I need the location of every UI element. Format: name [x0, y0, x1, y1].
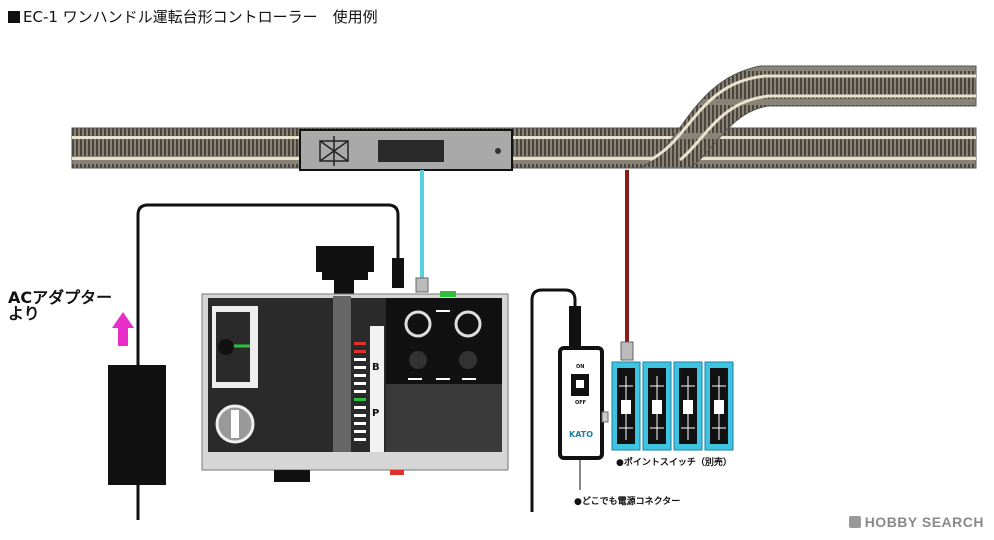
power-connector-caption: ●どこでも電源コネクター	[574, 497, 681, 507]
ac-adapter	[108, 365, 166, 485]
title-square-icon	[8, 11, 20, 23]
title-text: EC-1 ワンハンドル運転台形コントローラー 使用例	[23, 8, 378, 26]
controller	[201, 291, 509, 482]
switch-on-label: ON	[576, 364, 585, 370]
brake-mark: B	[372, 362, 380, 373]
ac-adapter-label: ACアダプター より	[8, 290, 112, 322]
point-switch-caption: ●ポイントスイッチ（別売）	[616, 458, 732, 468]
power-mark: P	[372, 408, 380, 419]
feeder-cross-icon	[319, 136, 349, 166]
branch-track	[639, 65, 977, 169]
track-feeder-box	[299, 129, 513, 171]
watermark: HOBBY SEARCH	[848, 514, 984, 530]
point-switch-3	[673, 361, 703, 451]
diagram-title: EC-1 ワンハンドル運転台形コントローラー 使用例	[8, 6, 378, 27]
watermark-text: HOBBY SEARCH	[864, 514, 984, 530]
ac-adapter-label-line1: ACアダプター	[8, 288, 113, 307]
up-arrow-icon	[112, 312, 134, 346]
ac-adapter-cable	[136, 203, 404, 520]
point-switch-4	[704, 361, 734, 451]
power-connector	[530, 288, 609, 512]
ac-adapter-label-line2: より	[8, 304, 40, 323]
notch-scale	[354, 342, 366, 441]
cyan-wire	[415, 170, 429, 293]
kato-logo: KATO	[569, 430, 594, 439]
red-wire	[620, 170, 634, 361]
switch-off-label: OFF	[575, 400, 587, 406]
main-track	[71, 127, 977, 169]
watermark-logo-icon	[848, 516, 861, 528]
point-switch-2	[642, 361, 672, 451]
point-switch-1	[611, 361, 641, 451]
dsub-connector	[316, 246, 374, 296]
